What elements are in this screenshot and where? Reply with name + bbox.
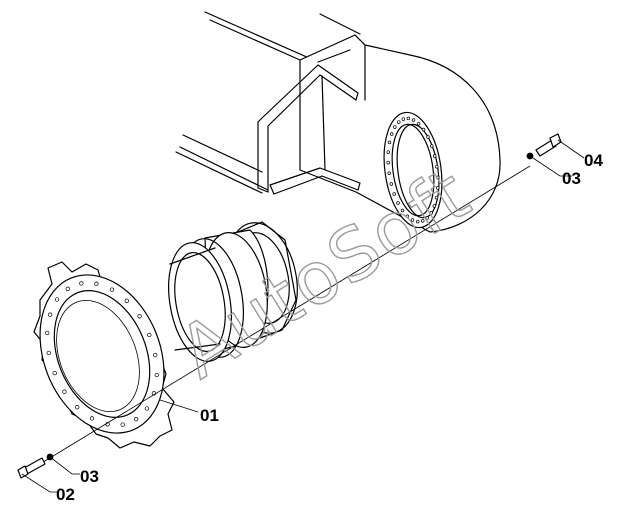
sprocket [33, 261, 175, 449]
bolt-hole [432, 204, 437, 208]
leader-01 [159, 399, 199, 413]
bolt-hole [144, 406, 150, 411]
callout-01: 01 [200, 406, 219, 425]
bolt-hole [389, 182, 394, 186]
bolt-hole [94, 281, 99, 286]
bolt-hole [421, 127, 426, 132]
bolt-hole [124, 298, 129, 303]
assembly-axis [39, 165, 531, 465]
bolt-hole [396, 201, 400, 205]
bolt-04 [535, 133, 562, 157]
bolt-hole [75, 405, 80, 410]
bolt-hole [54, 297, 60, 302]
bolt-hole [425, 216, 429, 220]
leader-02 [21, 473, 58, 493]
bolt-hole [386, 160, 390, 165]
bolt-hole [147, 332, 152, 338]
bolt-hole [46, 350, 51, 356]
bolt-hole [430, 144, 434, 148]
bolt-hole [120, 422, 125, 427]
bolt-hole [393, 125, 397, 129]
bolt-hole [387, 140, 392, 145]
track-frame [175, 11, 501, 233]
callout-02: 02 [56, 485, 75, 504]
leader-03-upper [529, 155, 572, 177]
callout-04: 04 [584, 151, 603, 170]
bolt-hole [79, 281, 84, 286]
bolt-hole [154, 372, 159, 378]
bolt-hole [429, 211, 433, 215]
bolt-hole [397, 120, 401, 124]
bolt-hole [435, 164, 439, 169]
bolt-hole [406, 116, 411, 121]
bolt-hole [410, 218, 415, 222]
bolt-hole [65, 286, 70, 291]
housing-bolt-holes [386, 116, 440, 224]
bolt-hole [47, 312, 53, 317]
callout-03-upper: 03 [562, 169, 581, 188]
sprocket-bolt-holes [45, 281, 159, 427]
bolt-hole [386, 150, 391, 154]
bolt-hole [387, 171, 391, 176]
bolt-hole [416, 121, 421, 126]
bolt-hole [52, 370, 57, 376]
bolt-02 [17, 457, 46, 479]
bolt-hole [401, 117, 406, 121]
bolt-hole [405, 214, 410, 219]
bolt-hole [134, 417, 139, 422]
bolt-hole [400, 208, 405, 213]
bolt-hole [62, 389, 67, 394]
travel-motor [168, 221, 298, 362]
bolt-hole [392, 192, 396, 196]
bolt-hole [389, 132, 394, 136]
bolt-hole [137, 314, 142, 319]
bolt-hole [435, 186, 440, 190]
bolt-hole [411, 118, 416, 122]
bolt-hole [434, 195, 439, 200]
leader-04 [557, 139, 585, 159]
bolt-hole [153, 352, 158, 358]
bolt-hole [426, 135, 430, 139]
bolt-hole [420, 219, 425, 223]
bolt-hole [415, 219, 420, 224]
bolt-hole [432, 154, 437, 158]
leader-03-lower [49, 456, 80, 475]
bolt-hole [89, 416, 95, 421]
callout-03-lower: 03 [80, 467, 99, 486]
bolt-hole [109, 287, 115, 292]
bolt-hole [45, 330, 50, 336]
bolt-hole [436, 175, 440, 180]
